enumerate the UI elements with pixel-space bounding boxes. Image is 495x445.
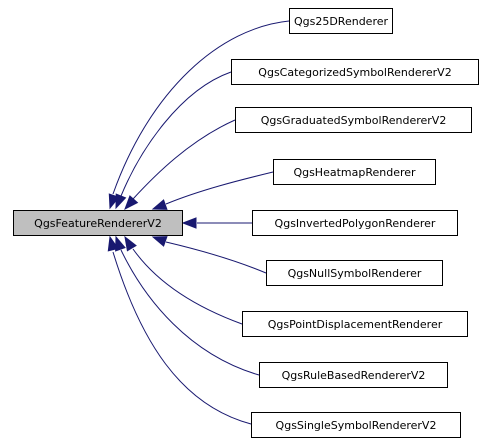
arrowhead-icon [107, 235, 119, 252]
edge-n8-to-base [115, 235, 260, 376]
node-n2[interactable]: QgsCategorizedSymbolRendererV2 [231, 59, 479, 85]
edge-n7-to-base [124, 235, 243, 325]
node-n5-label: QgsInvertedPolygonRenderer [275, 217, 436, 230]
edge-n9-to-base [107, 235, 252, 425]
edge-line [132, 248, 243, 325]
node-n8[interactable]: QgsRuleBasedRendererV2 [259, 362, 448, 388]
node-n4[interactable]: QgsHeatmapRenderer [273, 159, 436, 185]
node-n6[interactable]: QgsNullSymbolRenderer [266, 260, 443, 286]
edge-n4-to-base [151, 171, 274, 210]
node-n7[interactable]: QgsPointDisplacementRenderer [242, 311, 468, 337]
node-n2-label: QgsCategorizedSymbolRendererV2 [258, 66, 451, 79]
arrowhead-icon [115, 235, 126, 252]
edge-n6-to-base [151, 236, 267, 274]
edge-line [120, 249, 260, 376]
node-n3[interactable]: QgsGraduatedSymbolRendererV2 [235, 107, 472, 133]
edge-line [165, 241, 267, 274]
node-n4-label: QgsHeatmapRenderer [293, 166, 416, 179]
edge-line [165, 171, 274, 205]
arrowhead-icon [124, 235, 137, 252]
node-n1[interactable]: Qgs25DRenderer [289, 8, 393, 34]
arrowhead-icon [115, 193, 127, 210]
edge-n2-to-base [115, 71, 232, 210]
arrowhead-icon [124, 195, 139, 211]
edge-n5-to-base [181, 217, 252, 229]
node-n5[interactable]: QgsInvertedPolygonRenderer [252, 210, 458, 236]
node-n6-label: QgsNullSymbolRenderer [288, 267, 422, 280]
node-base-label: QgsFeatureRendererV2 [34, 217, 162, 230]
node-n7-label: QgsPointDisplacementRenderer [268, 318, 443, 331]
arrowhead-icon [151, 199, 168, 210]
edges-layer [107, 20, 290, 425]
nodes-layer: QgsFeatureRendererV2 Qgs25DRenderer QgsC… [13, 8, 479, 438]
arrowhead-icon [151, 236, 168, 247]
arrowhead-icon [181, 217, 197, 229]
node-n1-label: Qgs25DRenderer [294, 15, 389, 28]
node-n8-label: QgsRuleBasedRendererV2 [282, 369, 426, 382]
edge-line [132, 119, 236, 200]
node-n9-label: QgsSingleSymbolRendererV2 [276, 419, 437, 432]
node-n3-label: QgsGraduatedSymbolRendererV2 [261, 114, 447, 127]
edge-line [112, 251, 252, 425]
node-n9[interactable]: QgsSingleSymbolRendererV2 [251, 412, 461, 438]
edge-line [120, 71, 232, 197]
node-base[interactable]: QgsFeatureRendererV2 [13, 210, 183, 236]
edge-n3-to-base [124, 119, 236, 211]
edge-line [112, 20, 290, 195]
